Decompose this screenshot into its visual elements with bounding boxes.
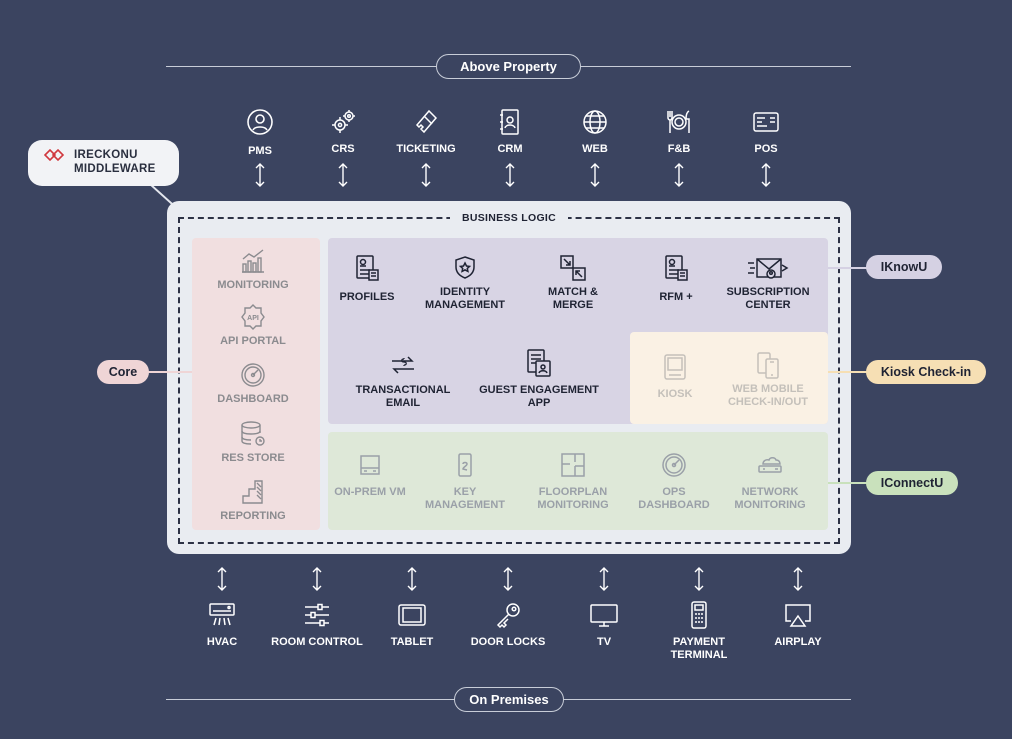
air-conditioner-icon: [209, 603, 235, 626]
merge-icon: [560, 255, 586, 281]
tablet-icon: [398, 604, 426, 626]
brand-subtitle: MIDDLEWARE: [74, 163, 156, 175]
iknowu-module-transactional-email: TRANSACTIONAL EMAIL: [343, 350, 463, 410]
iconnectu-tag: IConnectU: [866, 471, 958, 495]
bidirectional-arrow-icon: [694, 567, 704, 591]
sliders-icon: [305, 603, 329, 627]
iknowu-connector: [828, 267, 868, 269]
iknowu-module-profiles: PROFILES: [327, 253, 407, 304]
bidirectional-arrow-icon: [312, 567, 322, 591]
kiosk-tag: Kiosk Check-in: [866, 360, 986, 384]
ireckonu-middleware-badge: IRECKONU MIDDLEWARE: [28, 140, 179, 186]
shield-icon: [455, 256, 475, 279]
core-module-res-store: RES STORE: [203, 419, 303, 465]
gauge-icon: [662, 453, 686, 477]
bidirectional-arrow-icon: [793, 567, 803, 591]
kiosk-connector: [828, 371, 868, 373]
ticket-icon: [415, 109, 438, 134]
core-module-dashboard: DASHBOARD: [203, 360, 303, 406]
contact-book-icon: [500, 109, 519, 135]
kiosk-panel: [630, 332, 828, 424]
database-icon: [241, 421, 265, 446]
system-ticketing: TICKETING: [381, 107, 471, 188]
iconnectu-module-key-management: KEY MANAGEMENT: [415, 450, 515, 512]
guest-doc-icon: [527, 349, 551, 377]
core-module-reporting: REPORTING: [203, 477, 303, 523]
iknowu-module-rfm: RFM +: [636, 253, 716, 304]
payment-terminal-icon: [691, 601, 707, 629]
iknowu-module-guest-engagement-app: GUEST ENGAGEMENT APP: [479, 348, 599, 410]
on-premises-label: On Premises: [454, 687, 564, 712]
chart-icon: [242, 249, 264, 273]
ireckonu-logo-icon: [44, 149, 65, 161]
device-room-control: ROOM CONTROL: [271, 566, 363, 649]
network-icon: [758, 457, 782, 473]
system-crm: CRM: [465, 107, 555, 188]
bidirectional-arrow-icon: [505, 163, 515, 187]
core-connector: [148, 371, 192, 373]
system-web: WEB: [550, 107, 640, 188]
above-property-label: Above Property: [436, 54, 581, 79]
core-module-monitoring: MONITORING: [203, 246, 303, 292]
svg-text:API: API: [247, 315, 259, 322]
envelope-icon: [748, 258, 789, 279]
gears-icon: [332, 110, 355, 133]
bidirectional-arrow-icon: [255, 163, 265, 187]
iknowu-module-identity-management: IDENTITY MANAGEMENT: [410, 253, 520, 312]
bar-steps-icon: [242, 480, 263, 504]
device-tablet: TABLET: [367, 566, 457, 649]
iconnectu-panel: [328, 432, 828, 530]
server-icon: [360, 455, 380, 475]
globe-icon: [583, 110, 607, 134]
bidirectional-arrow-icon: [421, 163, 431, 187]
bidirectional-arrow-icon: [407, 567, 417, 591]
device-door-locks: DOOR LOCKS: [463, 566, 553, 649]
iconnectu-module-ops-dashboard: OPS DASHBOARD: [626, 450, 722, 512]
kiosk-module-kiosk: KIOSK: [640, 352, 710, 401]
bidirectional-arrow-icon: [590, 163, 600, 187]
core-module-api-portal: API API PORTAL: [203, 302, 303, 348]
keycard-icon: [458, 453, 472, 477]
device-hvac: HVAC: [177, 566, 267, 649]
key-icon: [496, 603, 520, 629]
airplay-icon: [785, 604, 811, 627]
brand-name: IRECKONU: [74, 149, 138, 161]
bidirectional-arrow-icon: [674, 163, 684, 187]
business-logic-title: BUSINESS LOGIC: [450, 210, 568, 226]
kiosk-module-web-mobile-checkin: WEB MOBILE CHECK-IN/OUT: [718, 350, 818, 409]
device-payment-terminal: PAYMENT TERMINAL: [654, 566, 744, 662]
kiosk-icon: [664, 354, 686, 380]
api-icon: API: [241, 304, 265, 330]
bidirectional-arrow-icon: [599, 567, 609, 591]
iknowu-module-match-merge: MATCH & MERGE: [528, 253, 618, 312]
iconnectu-module-floorplan-monitoring: FLOORPLAN MONITORING: [523, 450, 623, 512]
system-crs: CRS: [298, 107, 388, 188]
system-fnb: F&B: [634, 107, 724, 188]
gauge-icon: [241, 363, 265, 387]
tv-icon: [590, 604, 618, 627]
core-tag: Core: [97, 360, 149, 384]
mobile-devices-icon: [757, 352, 779, 379]
profile-doc-icon: [665, 255, 688, 281]
iknowu-module-subscription-center: SUBSCRIPTION CENTER: [718, 253, 818, 312]
floorplan-icon: [561, 453, 585, 477]
device-airplay: AIRPLAY: [753, 566, 843, 649]
iconnectu-connector: [828, 482, 868, 484]
exchange-icon: [392, 356, 414, 374]
plate-cutlery-icon: [667, 110, 690, 133]
system-pms: PMS: [215, 107, 305, 188]
card-terminal-icon: [753, 112, 779, 132]
bidirectional-arrow-icon: [503, 567, 513, 591]
bidirectional-arrow-icon: [217, 567, 227, 591]
iconnectu-module-on-prem-vm: ON-PREM VM: [330, 450, 410, 499]
device-tv: TV: [559, 566, 649, 649]
bidirectional-arrow-icon: [338, 163, 348, 187]
iknowu-tag: IKnowU: [866, 255, 942, 279]
profile-doc-icon: [356, 255, 379, 281]
user-icon: [247, 109, 273, 135]
system-pos: POS: [721, 107, 811, 188]
bidirectional-arrow-icon: [761, 163, 771, 187]
iconnectu-module-network-monitoring: NETWORK MONITORING: [720, 450, 820, 512]
